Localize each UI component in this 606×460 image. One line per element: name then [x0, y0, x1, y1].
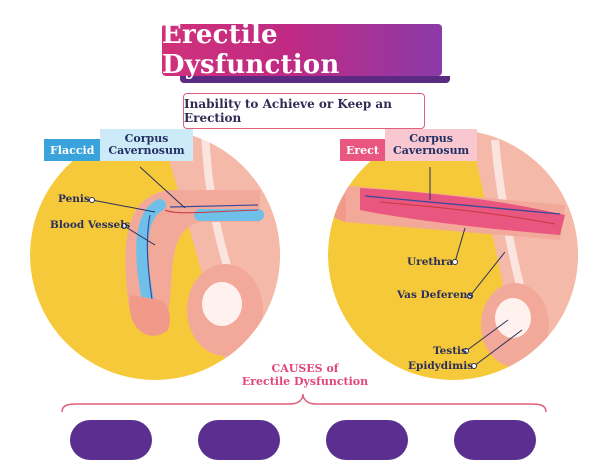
- blood-vessels-label: Blood Vessels: [50, 219, 131, 231]
- erect-tag-label: Erect: [340, 139, 385, 161]
- flaccid-vessel-2: [169, 204, 259, 208]
- cause-pill-3: [326, 420, 408, 460]
- erect-vessel-2: [379, 201, 556, 225]
- flaccid-shaft: [125, 190, 260, 327]
- erect-glans: [328, 178, 347, 222]
- page-title: Erectile Dysfunction: [162, 20, 340, 80]
- flaccid-glans: [129, 295, 170, 336]
- penis-label: Penis: [58, 193, 90, 205]
- subtitle-text: Inability to Achieve or Keep an Erection: [184, 97, 392, 125]
- penis-leader: [91, 199, 156, 213]
- flaccid-testis: [202, 282, 242, 326]
- erect-tag: Erect Corpus Cavernosum: [340, 129, 478, 161]
- flaccid-tag: Flaccid Corpus Cavernosum: [44, 129, 193, 161]
- causes-bracket: [61, 393, 547, 413]
- urethra-label: Urethra: [407, 256, 454, 268]
- cause-pill-2: [198, 420, 280, 460]
- erect-illustration: [328, 130, 578, 380]
- flaccid-corpus-leader: [139, 166, 186, 209]
- flaccid-vessel-1: [146, 214, 153, 301]
- causes-heading: CAUSES of Erectile Dysfunction: [241, 362, 369, 388]
- epididymis-leader: [473, 329, 523, 367]
- flaccid-illustration: [30, 130, 280, 380]
- flaccid-corpus-label: Corpus Cavernosum: [100, 129, 193, 161]
- erect-corpus-label: Corpus Cavernosum: [384, 129, 478, 161]
- vas-deferens-leader: [469, 251, 506, 297]
- erect-testis: [495, 298, 531, 338]
- vas-deferens-label: Vas Deferens: [397, 289, 474, 301]
- flaccid-vessel-3: [164, 209, 259, 214]
- title-banner: Erectile Dysfunction: [162, 20, 450, 83]
- testis-leader: [465, 319, 509, 352]
- urethra-leader: [454, 227, 466, 263]
- blood-vessels-leader: [123, 225, 156, 246]
- erect-vessel-1: [364, 195, 561, 215]
- subtitle-box: Inability to Achieve or Keep an Erection: [183, 93, 425, 129]
- cause-pill-4: [454, 420, 536, 460]
- testis-label: Testis: [433, 345, 467, 357]
- cause-pill-1: [70, 420, 152, 460]
- flaccid-tag-label: Flaccid: [44, 139, 101, 161]
- epididymis-label: Epidydimis: [408, 360, 474, 372]
